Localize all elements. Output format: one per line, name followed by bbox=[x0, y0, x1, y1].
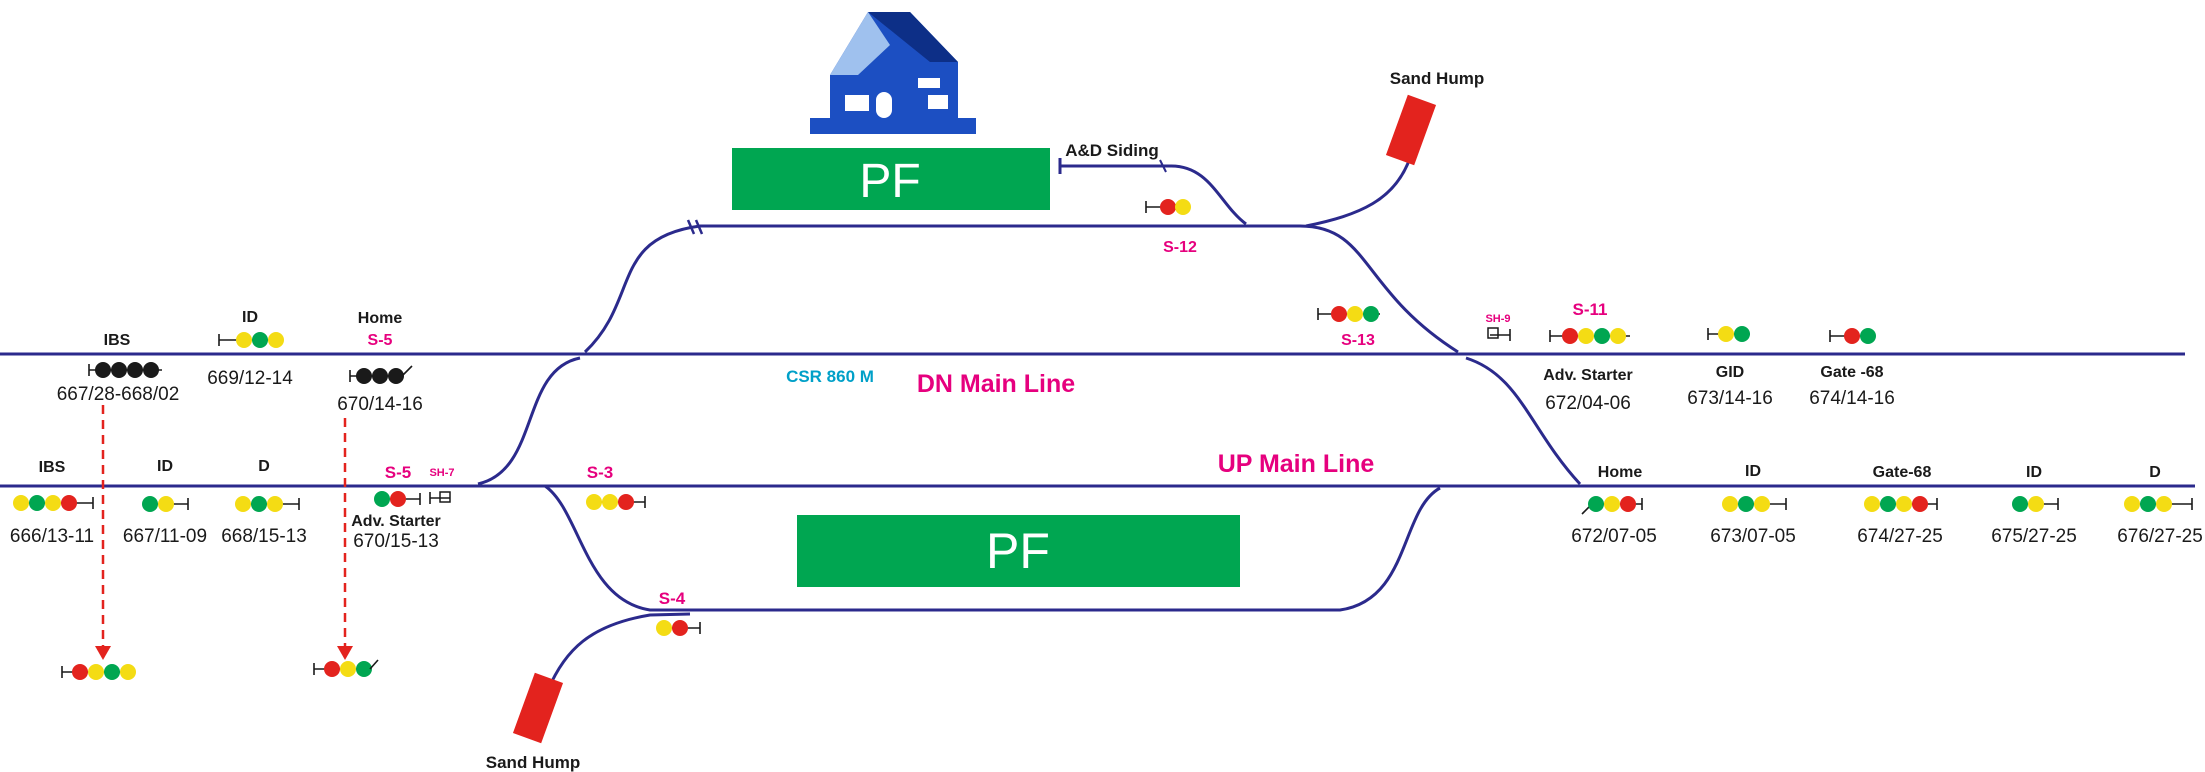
sand-hump-bottom: Sand Hump bbox=[486, 672, 580, 772]
sand-hump-bottom-label: Sand Hump bbox=[486, 753, 580, 772]
signal-s13: S-13 bbox=[1317, 306, 1380, 349]
signal-id-up: ID 667/11-09 bbox=[123, 458, 207, 547]
signal-gate-dn: Gate -68 674/14-16 bbox=[1809, 328, 1895, 409]
s12-label: S-12 bbox=[1163, 239, 1197, 256]
house-icon bbox=[810, 12, 976, 134]
platform-bottom bbox=[797, 515, 1240, 587]
id2-up-title: ID bbox=[1745, 463, 1761, 480]
ibs-up-num: 666/13-11 bbox=[10, 526, 94, 547]
csr-label: CSR 860 M bbox=[786, 367, 874, 386]
signal-s5-adv-starter-up: S-5 Adv. Starter 670/15-13 bbox=[351, 463, 441, 552]
loop-break-mark bbox=[686, 219, 696, 235]
ibs-dn-num: 667/28-668/02 bbox=[57, 384, 180, 405]
signal-gid-dn: GID 673/14-16 bbox=[1687, 326, 1773, 409]
gate-dn-title: Gate -68 bbox=[1820, 364, 1883, 381]
signal-id3-up: ID 675/27-25 bbox=[1991, 464, 2077, 547]
id3-up-title: ID bbox=[2026, 464, 2042, 481]
signal-ibs-result bbox=[61, 664, 136, 680]
signal-home-result bbox=[313, 659, 379, 677]
id-up-num: 667/11-09 bbox=[123, 526, 207, 547]
ibs-up-title: IBS bbox=[39, 459, 66, 476]
tracks bbox=[0, 157, 2195, 691]
id-dn-num: 669/12-14 bbox=[207, 368, 293, 389]
s4-label: S-4 bbox=[659, 589, 686, 608]
s5-up-label: S-5 bbox=[385, 463, 411, 482]
s3-label: S-3 bbox=[587, 463, 613, 482]
loop-line-dn-crossover bbox=[477, 356, 581, 486]
dashed-arrow-home bbox=[337, 418, 353, 660]
dn-main-line-label: DN Main Line bbox=[917, 370, 1075, 398]
sand-hump-top-spur bbox=[1305, 157, 1412, 228]
signal-d-up: D 668/15-13 bbox=[221, 458, 307, 547]
loop-line-bottom bbox=[544, 484, 1441, 612]
home-dn-num: 670/14-16 bbox=[337, 394, 423, 415]
sand-hump-bottom-spur bbox=[546, 612, 691, 691]
s13-label: S-13 bbox=[1341, 332, 1375, 349]
id2-up-num: 673/07-05 bbox=[1710, 526, 1796, 547]
ad-siding-track bbox=[1060, 164, 1247, 226]
platform-bottom-label: PF bbox=[986, 523, 1050, 579]
ibs-dn-title: IBS bbox=[104, 332, 131, 349]
d2-up-num: 676/27-25 bbox=[2117, 526, 2203, 547]
id-dn-title: ID bbox=[242, 309, 258, 326]
signal-id-dn: ID 669/12-14 bbox=[207, 309, 293, 389]
signal-d2-up: D 676/27-25 bbox=[2117, 464, 2203, 547]
loop-line-up-crossover bbox=[1465, 356, 1582, 486]
signal-home-up: Home 672/07-05 bbox=[1571, 464, 1657, 547]
gid-dn-title: GID bbox=[1716, 364, 1744, 381]
signal-ibs-dn: IBS 667/28-668/02 bbox=[57, 332, 180, 405]
gid-dn-num: 673/14-16 bbox=[1687, 388, 1773, 409]
s11-label: S-11 bbox=[1573, 300, 1608, 319]
sand-hump-top-label: Sand Hump bbox=[1390, 69, 1484, 88]
signal-home-dn: Home S-5 670/14-16 bbox=[337, 310, 423, 415]
ad-siding-break-mark bbox=[1159, 159, 1167, 173]
adv-starter-dn-title: Adv. Starter bbox=[1543, 367, 1633, 384]
id-up-title: ID bbox=[157, 458, 173, 475]
signal-id2-up: ID 673/07-05 bbox=[1710, 463, 1796, 547]
dashed-arrow-ibs bbox=[95, 405, 111, 660]
signal-ibs-up: IBS 666/13-11 bbox=[10, 459, 94, 547]
signal-s3: S-3 bbox=[586, 463, 646, 510]
signal-gate-up: Gate-68 674/27-25 bbox=[1857, 464, 1943, 547]
gate-up-num: 674/27-25 bbox=[1857, 526, 1943, 547]
id3-up-num: 675/27-25 bbox=[1991, 526, 2077, 547]
gate-up-title: Gate-68 bbox=[1873, 464, 1932, 481]
sand-hump-top: Sand Hump bbox=[1385, 69, 1484, 166]
signal-s4: S-4 bbox=[656, 589, 701, 636]
home-dn-tag: S-5 bbox=[368, 332, 393, 349]
d-up-title: D bbox=[258, 458, 270, 475]
signal-s11-adv-starter-dn: S-11 Adv. Starter 672/04-06 bbox=[1543, 300, 1633, 414]
loop-line-top bbox=[583, 224, 1459, 354]
platform-top-label: PF bbox=[859, 155, 920, 208]
home-dn-title: Home bbox=[358, 310, 403, 327]
loop-break-mark-2 bbox=[694, 219, 704, 235]
home-up-num: 672/07-05 bbox=[1571, 526, 1657, 547]
signal-sh9: SH-9 bbox=[1485, 313, 1511, 341]
home-up-title: Home bbox=[1598, 464, 1643, 481]
d2-up-title: D bbox=[2149, 464, 2161, 481]
sh7-label: SH-7 bbox=[429, 467, 454, 479]
adv-starter-dn-num: 672/04-06 bbox=[1545, 393, 1631, 414]
ad-siding-label: A&D Siding bbox=[1065, 141, 1159, 160]
signal-sh7: SH-7 bbox=[429, 467, 455, 504]
sh9-label: SH-9 bbox=[1485, 313, 1510, 325]
d-up-num: 668/15-13 bbox=[221, 526, 307, 547]
signal-s12: S-12 bbox=[1145, 199, 1197, 256]
platforms: PF PF bbox=[732, 148, 1240, 587]
up-main-line-label: UP Main Line bbox=[1218, 450, 1375, 478]
adv-starter-up-num: 670/15-13 bbox=[353, 531, 439, 552]
gate-dn-num: 674/14-16 bbox=[1809, 388, 1895, 409]
platform-top bbox=[732, 148, 1050, 210]
adv-starter-up-title: Adv. Starter bbox=[351, 513, 441, 530]
